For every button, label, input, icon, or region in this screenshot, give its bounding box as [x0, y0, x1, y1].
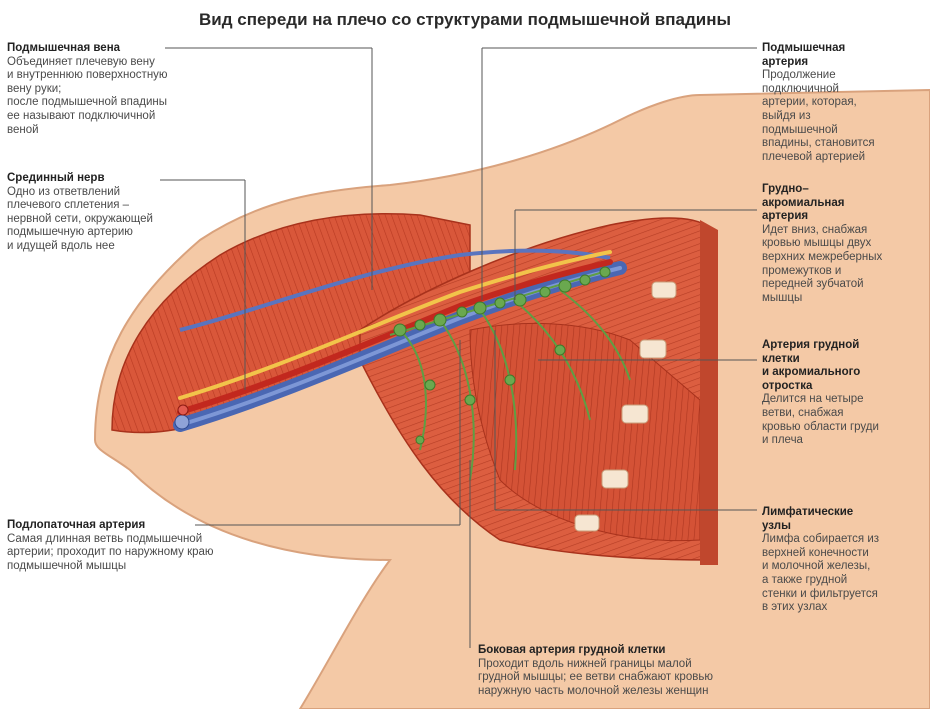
lateral-thoracic-artery-text: Проходит вдоль нижней границы малой груд…: [478, 657, 713, 697]
axillary-artery-heading: Подмышечная артерия: [762, 42, 846, 68]
leader-lines: [160, 47, 757, 648]
subscapular-artery-text: Самая длинная ветвь подмышечной артерии;…: [7, 532, 214, 572]
median-nerve: [178, 250, 612, 400]
axillary-vein-heading: Подмышечная вена: [7, 42, 121, 54]
label-median-nerve: Срединный нерв Одно из ответвлений плече…: [7, 172, 237, 254]
label-axillary-artery: Подмышечная артерия Продолжение подключи…: [762, 42, 922, 164]
thoracoacromial-artery-heading: Грудно– акромиальная артерия: [762, 183, 845, 223]
lymph-nodes-heading: Лимфатические узлы: [762, 506, 854, 532]
label-axillary-vein: Подмышечная вена Объединяет плечевую вен…: [7, 42, 237, 137]
thoracic-acromial-artery-heading: Артерия грудной клетки и акромиального о…: [762, 339, 861, 392]
median-nerve-heading: Срединный нерв: [7, 172, 105, 184]
label-thoracoacromial-artery: Грудно– акромиальная артерия Идет вниз, …: [762, 183, 927, 305]
lymph-nodes-text: Лимфа собирается из верхней конечности и…: [762, 533, 880, 614]
ribs: [574, 281, 677, 532]
median-nerve-text: Одно из ответвлений плечевого сплетения …: [7, 185, 153, 252]
label-subscapular-artery: Подлопаточная артерия Самая длинная ветв…: [7, 519, 297, 573]
thoracic-acromial-artery-text: Делится на четыре ветви, снабжая кровью …: [762, 393, 879, 447]
label-thoracic-acromial-artery: Артерия грудной клетки и акромиального о…: [762, 339, 927, 448]
cephalic-vein: [179, 248, 611, 332]
page-title: Вид спереди на плечо со структурами подм…: [199, 10, 731, 29]
thoracoacromial-artery-text: Идет вниз, снабжая кровью мышцы двух вер…: [762, 223, 883, 304]
chest-wall-edge: [700, 220, 718, 565]
label-lateral-thoracic-artery: Боковая артерия грудной клетки Проходит …: [478, 644, 808, 698]
axillary-artery-text: Продолжение подключичной артерии, котора…: [762, 69, 875, 163]
lateral-thoracic-artery-heading: Боковая артерия грудной клетки: [478, 644, 666, 656]
lymph-nodes: [393, 266, 611, 445]
label-lymph-nodes: Лимфатические узлы Лимфа собирается из в…: [762, 506, 927, 615]
axillary-vein-text: Объединяет плечевую вену и внутреннюю по…: [7, 55, 168, 136]
serratus-region: [469, 322, 701, 542]
subscapular-artery-heading: Подлопаточная артерия: [7, 519, 146, 531]
